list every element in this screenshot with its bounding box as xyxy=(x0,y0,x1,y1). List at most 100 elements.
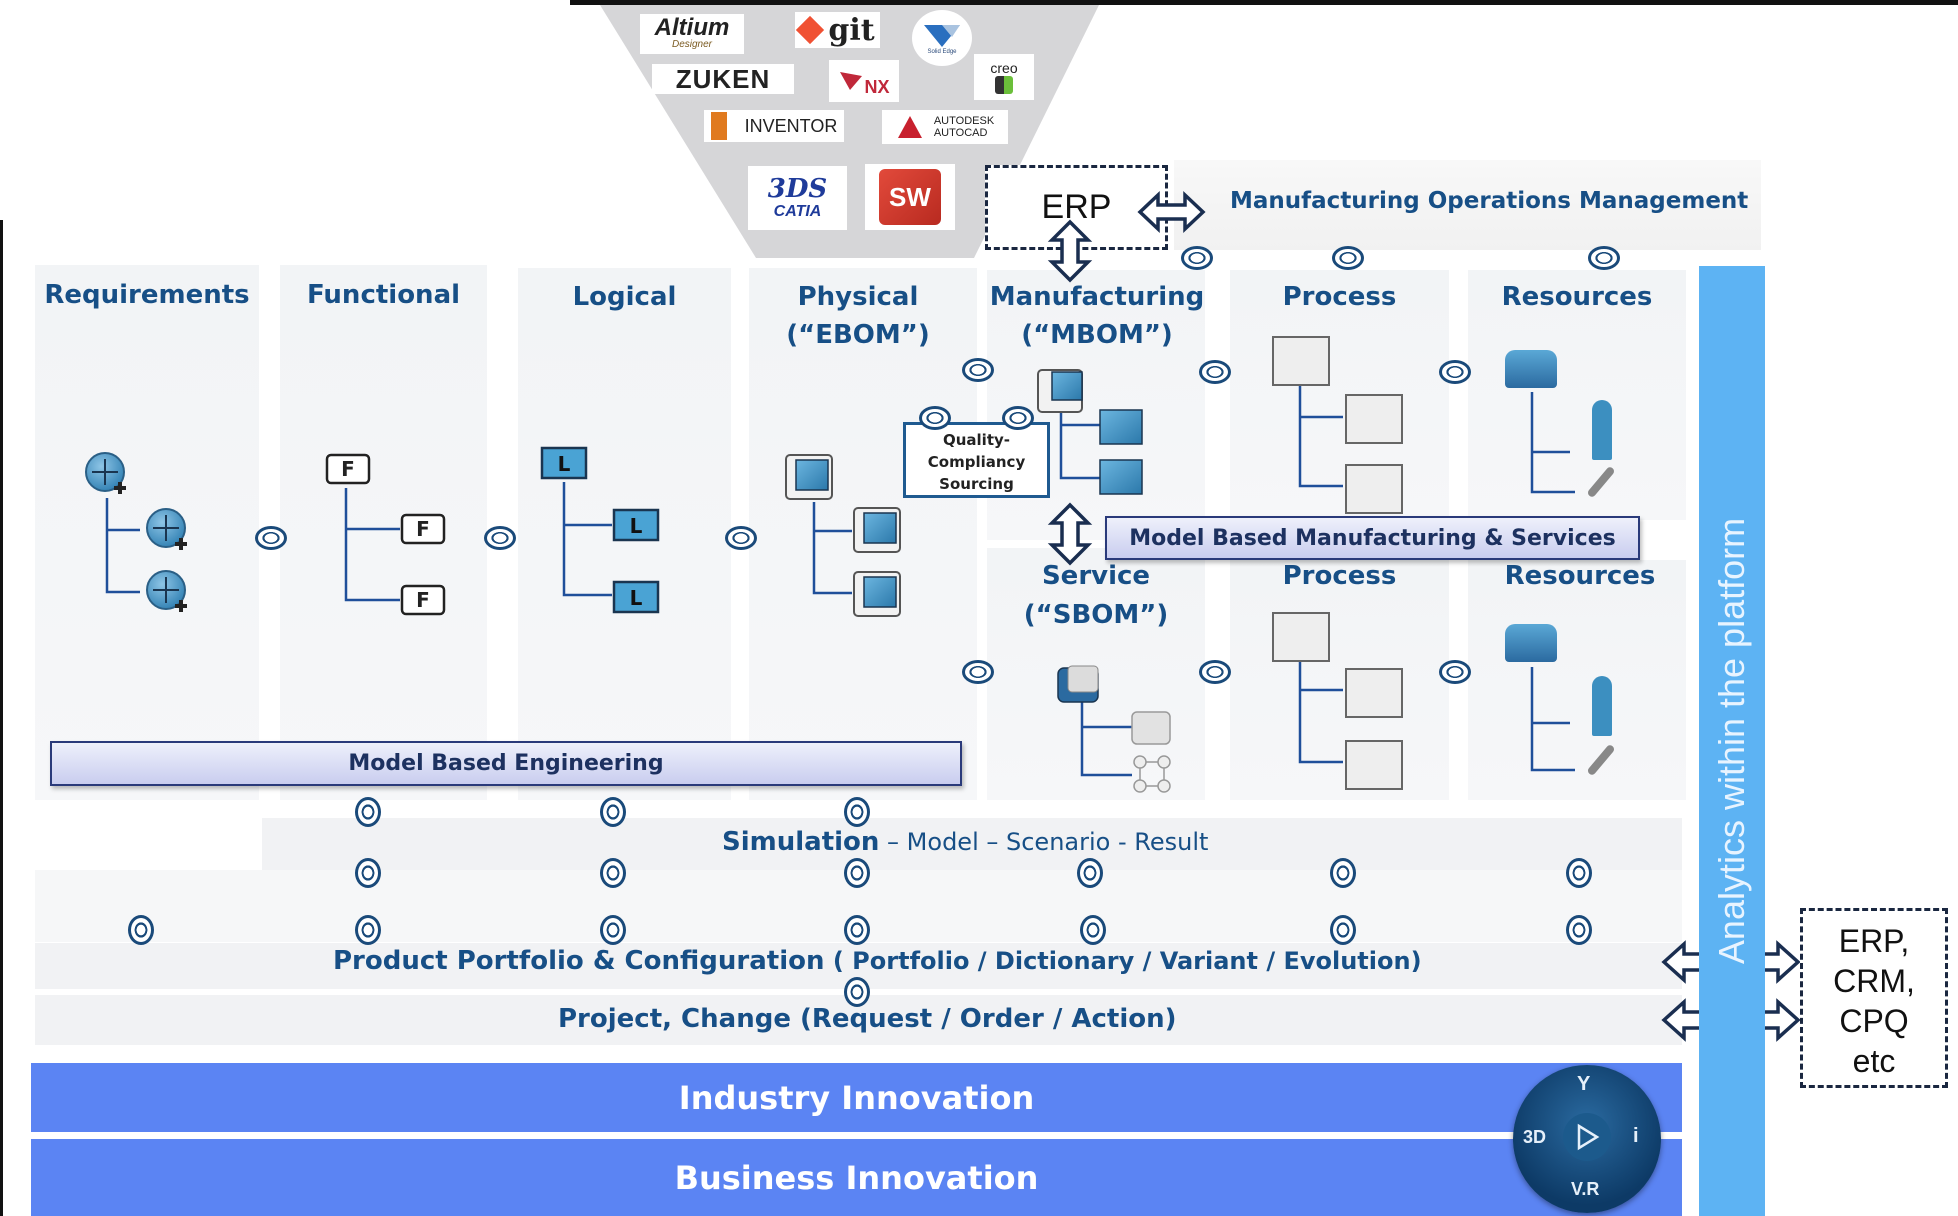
connector-ring-icon xyxy=(355,858,381,888)
assembly-icon xyxy=(1037,369,1083,413)
quality-line: Quality- xyxy=(942,431,1010,449)
service-assembly-icon xyxy=(1057,665,1099,703)
connector-ring-icon xyxy=(255,526,287,550)
autocad-line1: AUTODESK xyxy=(933,115,995,127)
connector-ring-icon xyxy=(1332,246,1364,270)
industry-innovation-bar: Industry Innovation xyxy=(31,1063,1682,1132)
portfolio-main: Product Portfolio & Configuration xyxy=(333,946,825,976)
mom-panel xyxy=(1174,160,1761,250)
connector-ring-icon xyxy=(1181,246,1213,270)
connector-ring-icon xyxy=(844,797,870,827)
compass-info-icon[interactable]: i xyxy=(1633,1125,1639,1147)
autocad-logo: AUTODESK AUTOCAD xyxy=(882,110,1008,144)
git-text: git xyxy=(828,12,875,48)
connector-ring-icon xyxy=(1439,660,1471,684)
portfolio-rest: ( Portfolio / Dictionary / Variant / Evo… xyxy=(824,947,1422,975)
column-subtitle-mbom: (“MBOM”) xyxy=(1021,320,1173,350)
external-etc: etc xyxy=(1852,1043,1896,1079)
functional-tree xyxy=(344,488,400,602)
business-innovation-label: Business Innovation xyxy=(674,1158,1039,1197)
physical-tree xyxy=(812,502,852,595)
compass-play-icon[interactable] xyxy=(1563,1113,1611,1161)
sourcing-line: Sourcing xyxy=(939,475,1014,493)
compass-social-icon[interactable]: Y xyxy=(1577,1073,1591,1095)
connector-ring-icon xyxy=(919,406,951,430)
part-icon xyxy=(853,507,901,553)
svg-text:F: F xyxy=(416,588,430,612)
quality-compliancy-sourcing-box: Quality- Compliancy Sourcing xyxy=(903,422,1050,498)
top-border xyxy=(570,0,1958,5)
compliancy-line: Compliancy xyxy=(927,453,1026,471)
inventor-logo: INVENTOR xyxy=(704,110,844,142)
connector-ring-icon xyxy=(1077,858,1103,888)
person-icon xyxy=(1592,400,1612,460)
requirement-icon xyxy=(146,508,187,550)
logical-tree xyxy=(562,482,612,597)
catia-text: CATIA xyxy=(773,203,822,220)
creo-text: creo xyxy=(990,60,1018,76)
connector-ring-icon xyxy=(1588,246,1620,270)
mbom-part-icon xyxy=(1099,409,1143,445)
connector-ring-icon xyxy=(962,660,994,684)
connector-ring-icon xyxy=(844,915,870,945)
part-icon xyxy=(853,571,901,617)
nx-text: NX xyxy=(864,76,890,97)
model-based-engineering-bar: Model Based Engineering xyxy=(50,741,962,786)
requirements-tree xyxy=(105,498,140,594)
function-icon: F xyxy=(400,513,446,545)
solidworks-logo: SW xyxy=(865,164,955,230)
simulation-rest: – Model – Scenario - Result xyxy=(879,828,1209,856)
resources-tree xyxy=(1530,392,1575,494)
connector-ring-icon xyxy=(1566,858,1592,888)
analytics-label: Analytics within the platform xyxy=(1711,517,1752,965)
process-tree xyxy=(1298,382,1343,488)
column-title-functional: Functional xyxy=(306,280,461,310)
connector-ring-icon xyxy=(355,797,381,827)
connector-ring-icon xyxy=(844,977,870,1007)
project-change-label: Project, Change (Request / Order / Actio… xyxy=(558,1004,1177,1034)
external-cpq: CPQ xyxy=(1839,1003,1909,1039)
inventor-text: INVENTOR xyxy=(744,115,838,136)
svg-text:F: F xyxy=(341,457,355,481)
erp-label: ERP xyxy=(1041,188,1112,226)
service-process-tree xyxy=(1298,658,1343,764)
logical-icon: L xyxy=(540,446,588,480)
logical-icon: L xyxy=(612,508,660,542)
column-title-manufacturing: Manufacturing xyxy=(989,282,1205,312)
autocad-icon xyxy=(897,116,922,138)
connector-ring-icon xyxy=(844,858,870,888)
connector-ring-icon xyxy=(355,915,381,945)
zuken-logo: ZUKEN xyxy=(652,64,794,94)
industry-innovation-label: Industry Innovation xyxy=(678,1078,1035,1117)
compass-icon[interactable]: Y 3D i V.R xyxy=(1513,1065,1661,1213)
mbe-label: Model Based Engineering xyxy=(348,751,664,776)
solidworks-icon: SW xyxy=(879,169,941,225)
connector-ring-icon xyxy=(1330,915,1356,945)
process-panel xyxy=(1230,270,1449,520)
mom-label: Manufacturing Operations Management xyxy=(1230,188,1749,214)
connector-ring-icon xyxy=(725,526,757,550)
nx-icon xyxy=(840,72,863,90)
altium-subtext: Designer xyxy=(671,39,713,50)
service-part-icon xyxy=(1131,711,1171,745)
model-based-manufacturing-services-bar: Model Based Manufacturing & Services xyxy=(1105,516,1640,560)
solid-edge-logo: Solid Edge xyxy=(912,10,972,66)
external-systems-box: ERP, CRM, CPQ etc xyxy=(1800,908,1948,1088)
requirement-icon xyxy=(85,452,126,494)
mbom-sbom-arrow xyxy=(1047,502,1093,566)
process-icon xyxy=(1345,740,1403,790)
factory-icon xyxy=(1505,624,1557,662)
nx-logo: NX xyxy=(829,60,899,102)
compass-3d-icon[interactable]: 3D xyxy=(1523,1127,1547,1147)
resources-panel xyxy=(1468,270,1686,520)
factory-icon xyxy=(1505,350,1557,388)
column-title-process: Process xyxy=(1282,282,1397,312)
functional-panel xyxy=(280,265,487,800)
catia-logo: 3DS CATIA xyxy=(748,166,847,230)
function-icon: F xyxy=(325,453,371,485)
simulation-main: Simulation xyxy=(722,827,880,857)
compass-vr-icon[interactable]: V.R xyxy=(1571,1179,1600,1199)
process-icon xyxy=(1272,612,1330,662)
part-icon xyxy=(785,454,833,500)
